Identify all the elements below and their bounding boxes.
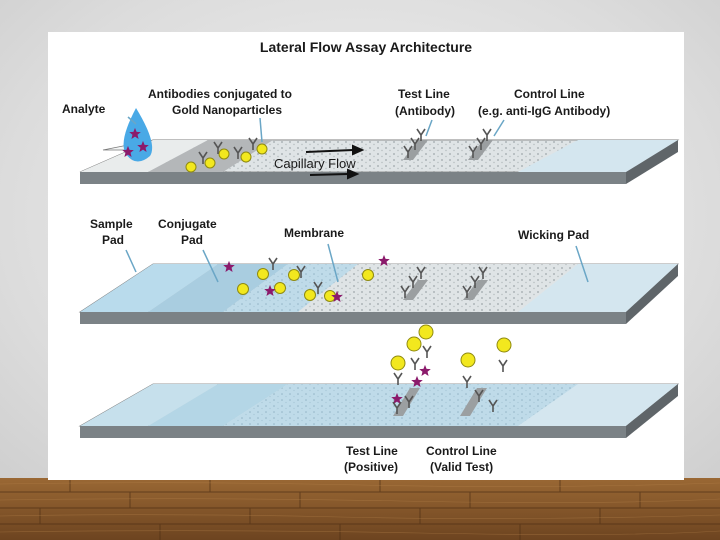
strip-3 [78, 383, 680, 438]
gold-particles-strip1 [185, 137, 268, 173]
capillary-flow-arrows [305, 144, 365, 180]
conjugate-pad-label-2: Pad [181, 233, 203, 247]
test-line-positive-label-1: Test Line [346, 444, 398, 458]
control-line-label-1: Control Line [514, 87, 585, 101]
lateral-flow-diagram: Lateral Flow Assay Architecture [62, 39, 680, 474]
antibodies-label-1: Antibodies conjugated to [148, 87, 292, 101]
strip-1 [79, 139, 680, 184]
control-line-label-2: (e.g. anti-IgG Antibody) [478, 104, 610, 118]
captured-complexes [390, 324, 512, 414]
diagram-title: Lateral Flow Assay Architecture [260, 39, 472, 55]
membrane-label: Membrane [284, 226, 344, 240]
strip-2 [78, 263, 680, 324]
control-line-valid-label-1: Control Line [426, 444, 497, 458]
gold-particles-strip2 [223, 254, 390, 302]
wicking-pad-label: Wicking Pad [518, 228, 589, 242]
sample-pad-label-1: Sample [90, 217, 133, 231]
conjugate-pad-label-1: Conjugate [158, 217, 217, 231]
control-line-valid-label-2: (Valid Test) [430, 460, 493, 474]
test-line-label-1: Test Line [398, 87, 450, 101]
test-line-label-2: (Antibody) [395, 104, 455, 118]
wood-floor [0, 478, 720, 540]
sample-pad-label-2: Pad [102, 233, 124, 247]
antibodies-label-2: Gold Nanoparticles [172, 103, 282, 117]
analyte-label: Analyte [62, 102, 106, 116]
diagram-slide: Lateral Flow Assay Architecture [48, 32, 684, 480]
capillary-flow-label: Capillary Flow [274, 156, 356, 171]
test-line-positive-label-2: (Positive) [344, 460, 398, 474]
